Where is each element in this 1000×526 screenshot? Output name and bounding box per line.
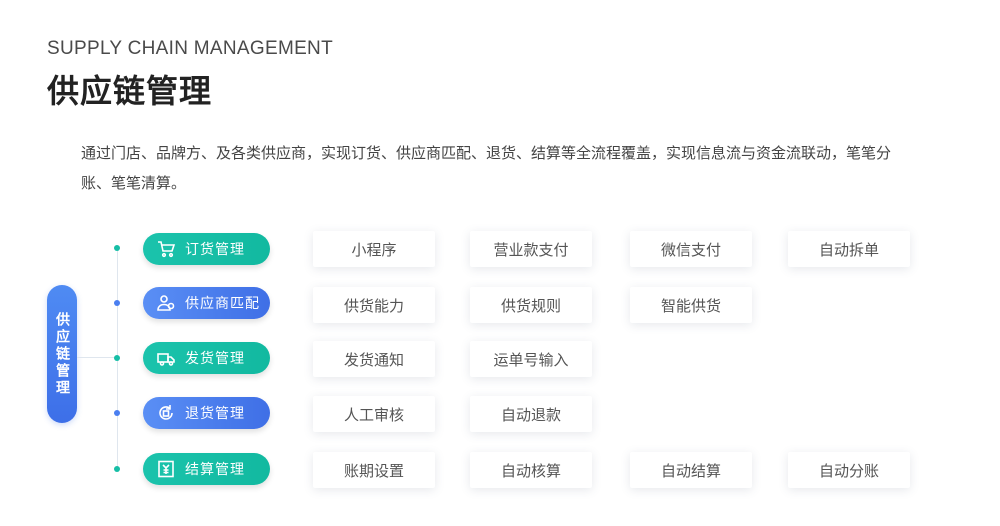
feature-box[interactable]: 营业款支付 — [470, 231, 592, 267]
page-title: 供应链管理 — [47, 72, 213, 110]
branch-dot — [114, 466, 120, 472]
feature-box[interactable]: 小程序 — [313, 231, 435, 267]
category-label: 订货管理 — [185, 242, 245, 258]
feature-box[interactable]: 自动结算 — [630, 452, 752, 488]
feature-box[interactable]: 供货规则 — [470, 287, 592, 323]
category-label: 结算管理 — [185, 462, 245, 478]
feature-box[interactable]: 运单号输入 — [470, 341, 592, 377]
feature-box[interactable]: 账期设置 — [313, 452, 435, 488]
category-label: 退货管理 — [185, 406, 245, 422]
return-cycle-icon — [155, 402, 177, 424]
yuan-receipt-icon — [155, 458, 177, 480]
category-supplier-matching[interactable]: 供应商匹配 — [143, 287, 270, 319]
delivery-truck-icon — [155, 347, 177, 369]
feature-box[interactable]: 自动拆单 — [788, 231, 910, 267]
feature-box[interactable]: 自动分账 — [788, 452, 910, 488]
root-connector — [77, 357, 118, 358]
feature-box[interactable]: 供货能力 — [313, 287, 435, 323]
eyebrow-text: SUPPLY CHAIN MANAGEMENT — [47, 38, 333, 59]
feature-box[interactable]: 自动核算 — [470, 452, 592, 488]
category-ordering[interactable]: 订货管理 — [143, 233, 270, 265]
category-label: 发货管理 — [185, 351, 245, 367]
feature-box[interactable]: 发货通知 — [313, 341, 435, 377]
category-returns[interactable]: 退货管理 — [143, 397, 270, 429]
feature-box[interactable]: 人工审核 — [313, 396, 435, 432]
feature-box[interactable]: 自动退款 — [470, 396, 592, 432]
branch-dot — [114, 300, 120, 306]
root-node: 供应链管理 — [47, 285, 77, 423]
branch-dot — [114, 410, 120, 416]
shopping-cart-icon — [155, 238, 177, 260]
supplier-user-icon — [155, 292, 177, 314]
category-settlement[interactable]: 结算管理 — [143, 453, 270, 485]
branch-dot — [114, 245, 120, 251]
feature-box[interactable]: 微信支付 — [630, 231, 752, 267]
page-description: 通过门店、品牌方、及各类供应商，实现订货、供应商匹配、退货、结算等全流程覆盖，实… — [81, 144, 892, 192]
category-label: 供应商匹配 — [185, 296, 260, 312]
feature-box[interactable]: 智能供货 — [630, 287, 752, 323]
root-node-label: 供应链管理 — [54, 311, 70, 397]
branch-dot — [114, 355, 120, 361]
category-delivery[interactable]: 发货管理 — [143, 342, 270, 374]
